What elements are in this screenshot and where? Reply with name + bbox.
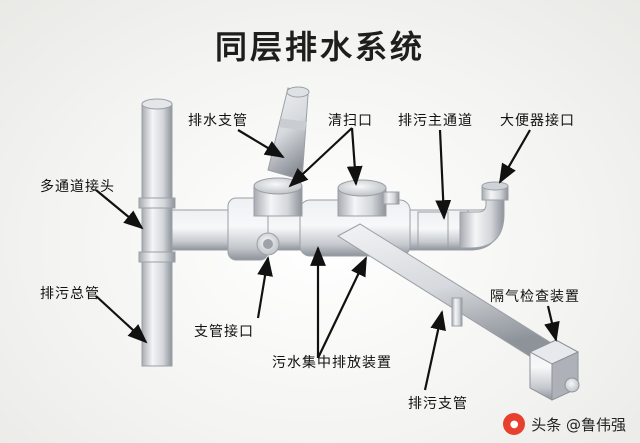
- toilet-port-elbow: [459, 181, 509, 249]
- label-toilet-port: 大便器接口: [500, 113, 575, 129]
- label-branch-port: 支管接口: [194, 324, 254, 340]
- main-channel-pipe: [171, 189, 501, 261]
- branch-pipe-upper: [267, 86, 310, 181]
- label-main-stack: 排污总管: [40, 286, 100, 302]
- label-collector: 污水集中排放装置: [272, 355, 392, 371]
- label-branch-pipe: 排水支管: [188, 113, 248, 129]
- label-cleanout: 清扫口: [328, 113, 373, 129]
- main-stack-pipe: [138, 98, 176, 367]
- branch-port-fitting: [256, 232, 280, 256]
- label-branch-drain: 排污支管: [408, 396, 468, 412]
- label-odor-trap: 隔气检查装置: [490, 289, 580, 305]
- watermark: ● 头条 @鲁伟强: [503, 413, 626, 435]
- page-title: 同层排水系统: [214, 28, 425, 66]
- odor-trap-box: [528, 339, 580, 401]
- watermark-logo-icon: ●: [503, 413, 526, 435]
- watermark-text: 头条 @鲁伟强: [531, 415, 626, 434]
- label-main-channel: 排污主通道: [398, 113, 473, 129]
- leader-lines: [95, 127, 560, 391]
- label-multi-joint: 多通道接头: [40, 179, 115, 195]
- cleanout-caps: [253, 177, 400, 217]
